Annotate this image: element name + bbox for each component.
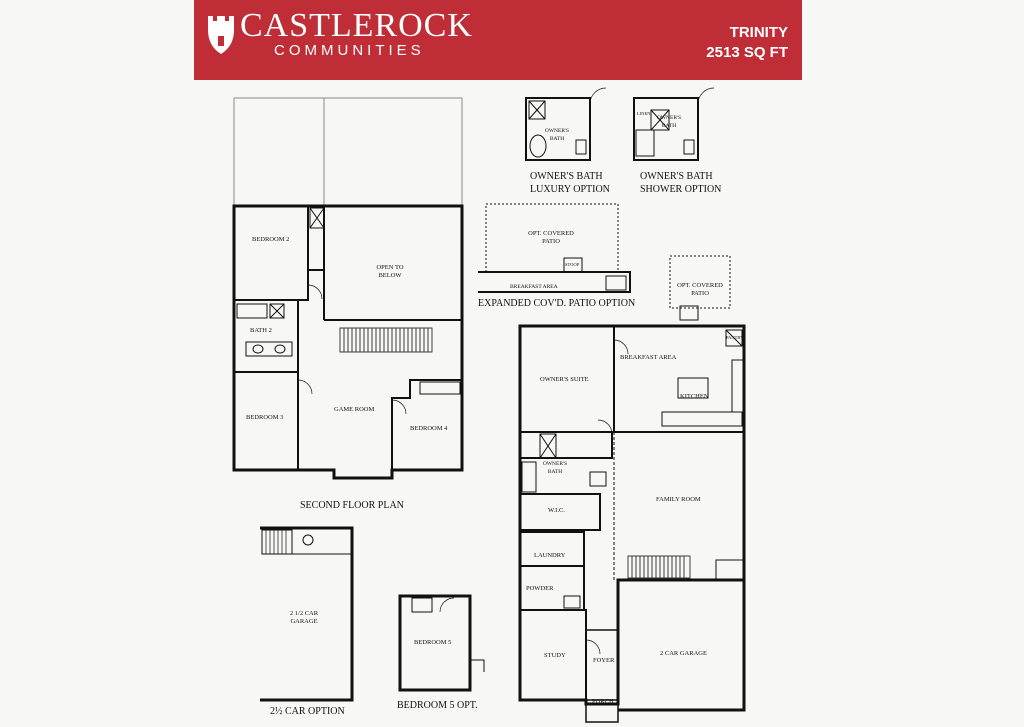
laundry-walls: [520, 531, 585, 567]
castle-icon: [206, 12, 236, 61]
room-pantry: PANTRY: [726, 335, 744, 340]
room-opt-covered-patio-b: OPT. COVERED PATIO: [677, 282, 723, 297]
room-car-garage-25: 2 1/2 CAR GARAGE: [289, 610, 319, 625]
room-owners-bath-c: OWNER'S BATH: [542, 461, 568, 475]
second-floor-caption: SECOND FLOOR PLAN: [300, 500, 404, 511]
room-kitchen: KITCHEN: [680, 393, 709, 400]
room-bedroom3: BEDROOM 3: [246, 414, 284, 421]
open-to-below-walls: [323, 206, 462, 321]
bath-shower-caption-1: OWNER'S BATH: [640, 171, 713, 182]
bedroom5-option-caption: BEDROOM 5 OPT.: [397, 700, 478, 711]
room-porch: PORCH: [592, 698, 614, 705]
bath-shower-option: [633, 87, 715, 161]
bath-luxury-caption-2: LUXURY OPTION: [530, 184, 610, 195]
room-linen: LINEN: [637, 111, 651, 116]
room-foyer: FOYER: [593, 657, 615, 664]
study-walls: [520, 609, 587, 700]
brand-subtitle: COMMUNITIES: [274, 42, 425, 59]
brand-banner: CASTLEROCK COMMUNITIES TRINITY 2513 SQ F…: [194, 0, 802, 80]
bedroom4-walls: [391, 379, 462, 470]
room-two-car-garage: 2 CAR GARAGE: [660, 650, 707, 657]
room-game-room: GAME ROOM: [334, 406, 375, 413]
room-wic: W.I.C.: [548, 507, 565, 514]
room-bedroom5: BEDROOM 5: [414, 639, 452, 646]
opt-covered-patio: [669, 255, 731, 309]
room-stoop: STOOP: [565, 262, 580, 267]
room-owners-bath-b: OWNER'S BATH: [656, 115, 682, 129]
stair-second: [339, 327, 433, 353]
car-option-plan: [260, 526, 354, 702]
bath-shower-caption-2: SHOWER OPTION: [640, 184, 722, 195]
owners-bath-first: [520, 432, 613, 459]
kitchen-counter: [731, 359, 745, 413]
kitchen-island: [677, 377, 709, 399]
room-open-to-below: OPEN TO BELOW: [376, 264, 404, 279]
expanded-patio-caption: EXPANDED COV'D. PATIO OPTION: [478, 298, 636, 309]
plan-size: 2513 SQ FT: [706, 44, 788, 61]
brand-name: CASTLEROCK: [240, 7, 473, 44]
room-bath2: BATH 2: [250, 327, 272, 334]
room-breakfast-area-b: BREAKFAST AREA: [620, 354, 677, 361]
room-bedroom4: BEDROOM 4: [410, 425, 448, 432]
room-opt-covered-patio-a: OPT. COVERED PATIO: [528, 230, 574, 245]
bath-luxury-caption-1: OWNER'S BATH: [530, 171, 603, 182]
plan-name: TRINITY: [729, 24, 788, 41]
car-option-caption: 2½ CAR OPTION: [270, 706, 345, 717]
bath2-vanity: [245, 341, 293, 357]
room-family-room: FAMILY ROOM: [656, 496, 701, 503]
room-breakfast-area-a: BREAKFAST AREA: [510, 284, 558, 290]
room-study: STUDY: [544, 652, 566, 659]
second-floor-attic: [233, 97, 463, 207]
bath-luxury-option: [525, 87, 607, 161]
garage-walls: [618, 578, 746, 712]
room-owners-bath-a: OWNER'S BATH: [544, 128, 570, 142]
bedroom5-option-plan: [398, 594, 485, 692]
bath2-walls: [234, 299, 299, 373]
wic-walls: [520, 493, 601, 531]
bath2-tub: [236, 303, 268, 319]
room-powder: POWDER: [526, 585, 554, 592]
expanded-patio-option: [478, 203, 631, 293]
room-owners-suite: OWNER'S SUITE: [540, 376, 589, 383]
stair-first: [627, 555, 691, 579]
second-floor-exterior: [232, 204, 464, 480]
room-bedroom2: BEDROOM 2: [252, 236, 290, 243]
bedroom3-walls: [234, 371, 299, 470]
room-laundry: LAUNDRY: [534, 552, 566, 559]
